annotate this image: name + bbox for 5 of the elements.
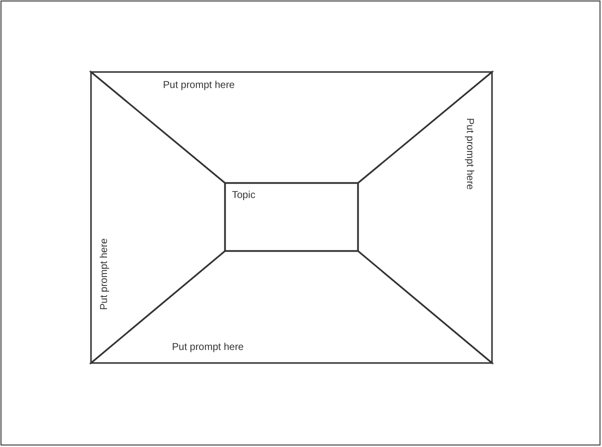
prompt-text: Put prompt here bbox=[464, 118, 475, 190]
prompt-text: Put prompt here bbox=[163, 80, 235, 91]
prompt-text: Put prompt here bbox=[99, 238, 110, 310]
prompt-text: Put prompt here bbox=[172, 342, 244, 353]
topic-label: Topic bbox=[232, 190, 256, 201]
